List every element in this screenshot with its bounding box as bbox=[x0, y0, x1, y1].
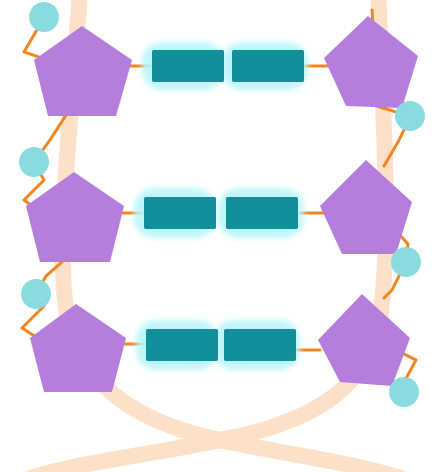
nitrogen-base-icon bbox=[232, 50, 304, 82]
sugar-pentagon-icon bbox=[26, 172, 124, 262]
sugar-pentagon-icon bbox=[318, 294, 410, 386]
phosphate-circle-icon bbox=[389, 377, 419, 407]
phosphate-circle-icon bbox=[395, 101, 425, 131]
sugar-pentagon-icon bbox=[324, 16, 418, 108]
sugar-pentagon-icon bbox=[320, 160, 412, 254]
sugars bbox=[26, 16, 418, 392]
phosphate-circle-icon bbox=[21, 279, 51, 309]
nitrogen-base-icon bbox=[226, 197, 298, 229]
phosphate-circle-icon bbox=[391, 247, 421, 277]
base-pair-3 bbox=[136, 320, 300, 370]
nitrogen-base-icon bbox=[146, 329, 218, 361]
base-pairs bbox=[134, 42, 308, 370]
sugar-pentagon-icon bbox=[30, 304, 126, 392]
phosphate-circle-icon bbox=[29, 2, 59, 32]
nitrogen-base-icon bbox=[152, 50, 224, 82]
base-pair-2 bbox=[134, 188, 304, 238]
sugar-pentagon-icon bbox=[34, 26, 132, 116]
base-pair-1 bbox=[142, 42, 308, 90]
phosphates bbox=[19, 2, 425, 407]
nitrogen-base-icon bbox=[224, 329, 296, 361]
phosphate-circle-icon bbox=[19, 147, 49, 177]
backbone-strand-right bbox=[24, 0, 394, 472]
nitrogen-base-icon bbox=[144, 197, 216, 229]
